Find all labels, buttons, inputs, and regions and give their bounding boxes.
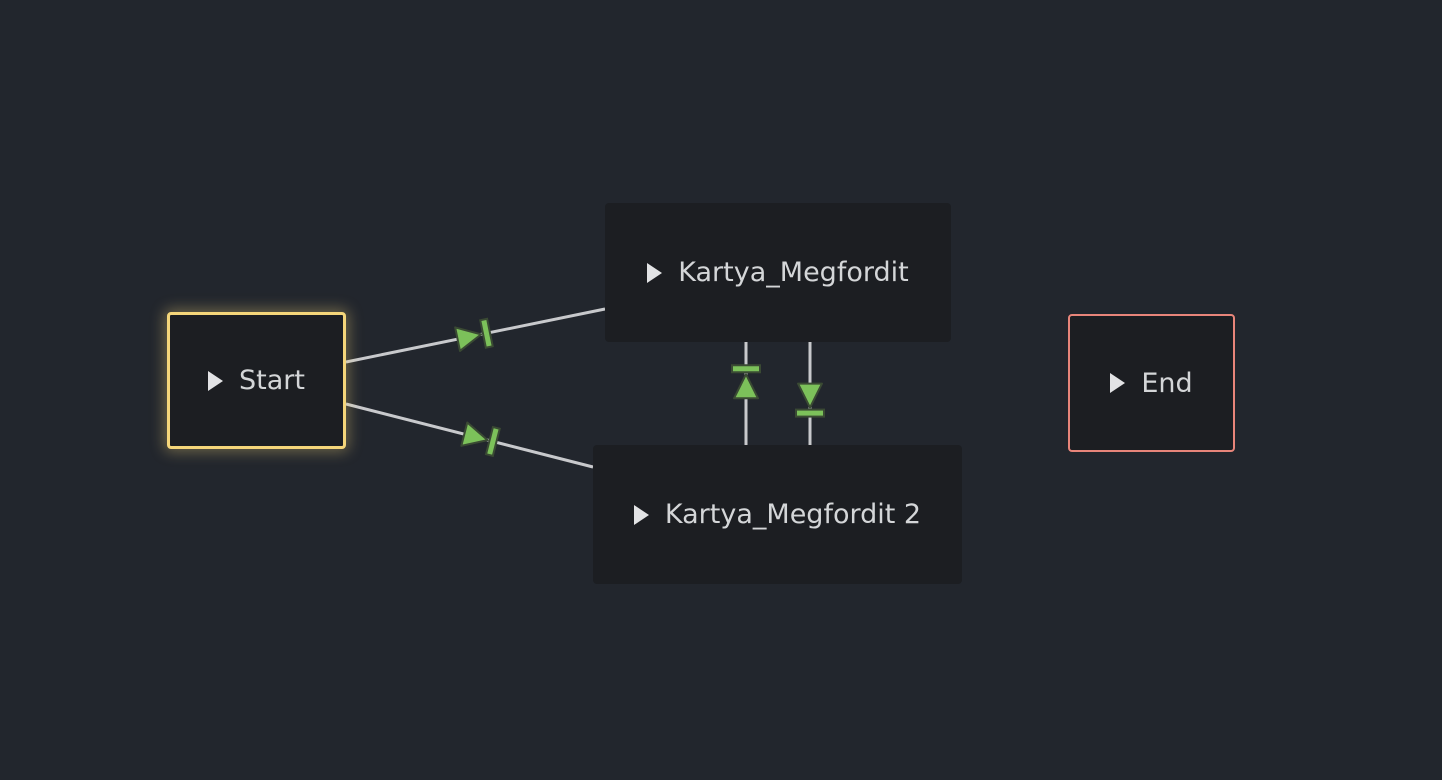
transition-marker-icon[interactable]	[731, 364, 761, 400]
play-icon	[208, 370, 224, 391]
state-node-end[interactable]: End	[1068, 314, 1235, 452]
state-node-kartya-megfordit-2[interactable]: Kartya_Megfordit 2	[593, 445, 962, 584]
state-label: Start	[239, 365, 305, 396]
state-label: End	[1141, 367, 1193, 399]
state-node-kartya-megfordit[interactable]: Kartya_Megfordit	[605, 203, 951, 342]
transition-marker-icon[interactable]	[454, 317, 494, 353]
state-node-start[interactable]: Start	[167, 312, 346, 449]
state-label: Kartya_Megfordit	[678, 257, 909, 288]
transition-marker-icon[interactable]	[460, 421, 501, 458]
play-icon	[633, 504, 649, 525]
state-label: Kartya_Megfordit 2	[664, 499, 922, 530]
play-icon	[647, 262, 663, 283]
transition-marker-icon[interactable]	[795, 382, 825, 418]
play-icon	[1110, 373, 1126, 393]
